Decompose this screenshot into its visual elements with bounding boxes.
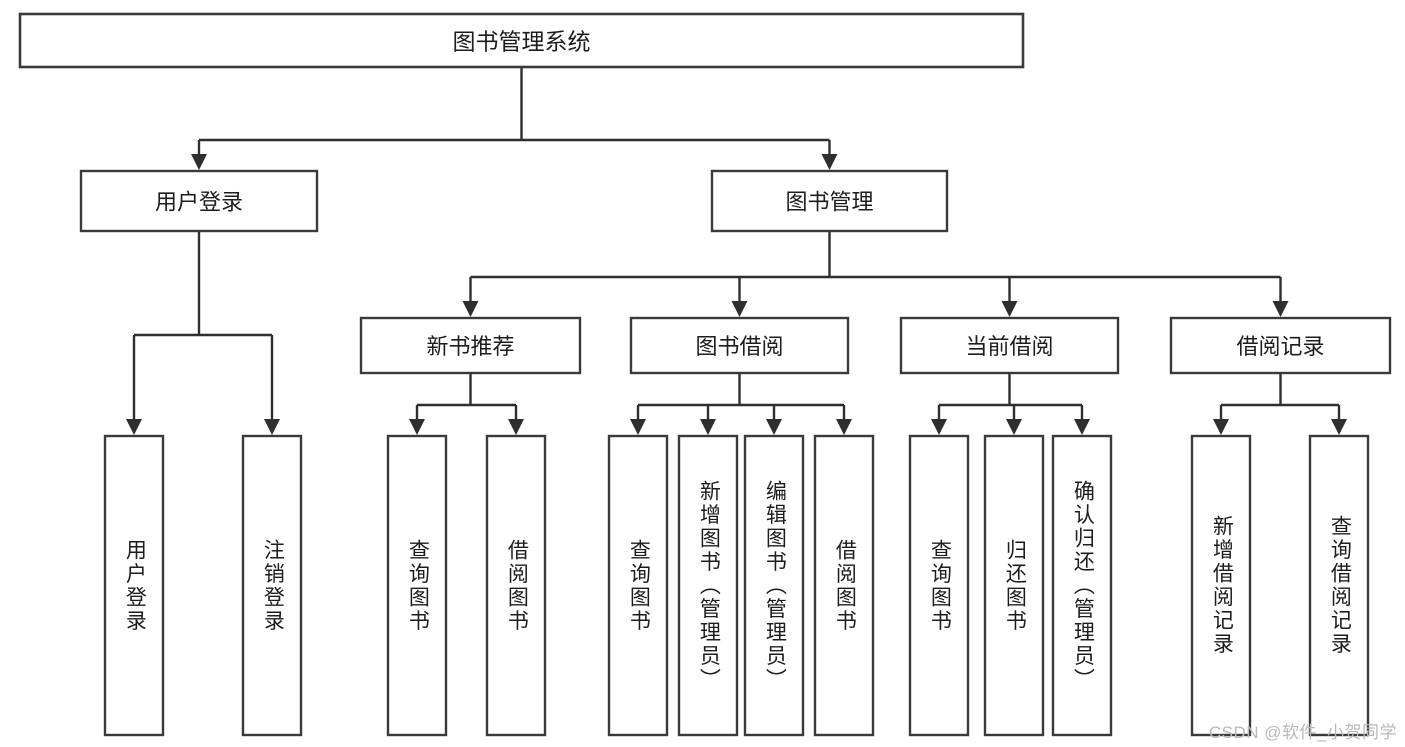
connector-group: [931, 373, 1090, 435]
node-leaf-borrow-book-2[interactable]: [813, 434, 875, 737]
node-new-book-recommend[interactable]: 新书推荐: [359, 316, 582, 375]
arrow-head-icon: [731, 301, 748, 317]
node-label: 图书管理系统: [453, 29, 591, 55]
node-leaf-borrow-book-1[interactable]: [485, 434, 547, 737]
arrow-head-icon: [630, 419, 646, 435]
node-rect[interactable]: [485, 434, 547, 737]
node-user-login[interactable]: 用户登录: [79, 169, 319, 233]
node-rect[interactable]: [607, 434, 669, 737]
arrow-head-icon: [766, 419, 782, 435]
node-book-borrow[interactable]: 图书借阅: [629, 316, 850, 375]
node-leaf-return-book[interactable]: [983, 434, 1045, 737]
node-borrow-record[interactable]: 借阅记录: [1169, 316, 1392, 375]
node-rect[interactable]: [677, 434, 739, 737]
node-label: 当前借阅: [965, 334, 1053, 359]
arrow-head-icon: [1213, 419, 1229, 435]
node-leaf-logout-login[interactable]: [241, 434, 303, 737]
node-current-borrow[interactable]: 当前借阅: [899, 316, 1120, 375]
arrow-head-icon: [821, 154, 838, 170]
node-rect[interactable]: [813, 434, 875, 737]
arrow-head-icon: [931, 419, 947, 435]
node-leaf-query-borrow-record[interactable]: [1308, 434, 1370, 737]
node-rect[interactable]: [1190, 434, 1252, 737]
arrow-head-icon: [836, 419, 852, 435]
node-rect[interactable]: [710, 169, 949, 233]
node-rect[interactable]: [899, 316, 1120, 375]
node-rect[interactable]: [1051, 434, 1113, 737]
csdn-watermark: CSDN @软件_小贺同学: [1208, 723, 1397, 742]
node-root[interactable]: 图书管理系统: [18, 12, 1025, 69]
node-book-manage[interactable]: 图书管理: [710, 169, 949, 233]
node-rect[interactable]: [1308, 434, 1370, 737]
arrow-head-icon: [462, 301, 479, 317]
connector-group: [409, 373, 524, 435]
connector-group: [1213, 373, 1347, 435]
node-rect[interactable]: [908, 434, 970, 737]
arrow-head-icon: [1006, 419, 1022, 435]
connector-group: [126, 231, 280, 435]
arrow-head-icon: [126, 419, 142, 435]
node-leaf-edit-book[interactable]: [743, 434, 805, 737]
arrow-head-icon: [508, 419, 524, 435]
arrow-head-icon: [409, 419, 425, 435]
connectors-layer: [126, 67, 1347, 435]
node-rect[interactable]: [79, 169, 319, 233]
node-rect[interactable]: [629, 316, 850, 375]
node-rect[interactable]: [103, 434, 165, 737]
arrow-head-icon: [191, 154, 207, 170]
arrow-head-icon: [1001, 301, 1018, 317]
node-rect[interactable]: [983, 434, 1045, 737]
arrow-head-icon: [1074, 419, 1090, 435]
node-leaf-query-book-1[interactable]: [386, 434, 448, 737]
node-label: 借阅记录: [1236, 334, 1324, 359]
node-leaf-add-borrow-record[interactable]: [1190, 434, 1252, 737]
node-label: 图书管理: [785, 190, 873, 215]
node-rect[interactable]: [386, 434, 448, 737]
node-leaf-query-book-2[interactable]: [607, 434, 669, 737]
arrow-head-icon: [1272, 301, 1289, 317]
node-rect[interactable]: [241, 434, 303, 737]
node-leaf-query-book-3[interactable]: [908, 434, 970, 737]
node-leaf-confirm-return[interactable]: [1051, 434, 1113, 737]
node-label: 新书推荐: [426, 334, 514, 359]
node-rect[interactable]: [1169, 316, 1392, 375]
arrow-head-icon: [700, 419, 716, 435]
connector-group: [191, 67, 838, 170]
node-rect[interactable]: [18, 12, 1025, 69]
node-label: 图书借阅: [695, 334, 783, 359]
node-leaf-add-book[interactable]: [677, 434, 739, 737]
arrow-head-icon: [1331, 419, 1347, 435]
node-rect[interactable]: [359, 316, 582, 375]
node-leaf-user-login[interactable]: [103, 434, 165, 737]
connector-group: [462, 231, 1289, 317]
connector-group: [630, 373, 852, 435]
arrow-head-icon: [264, 419, 280, 435]
node-label: 用户登录: [155, 190, 243, 215]
node-rect[interactable]: [743, 434, 805, 737]
